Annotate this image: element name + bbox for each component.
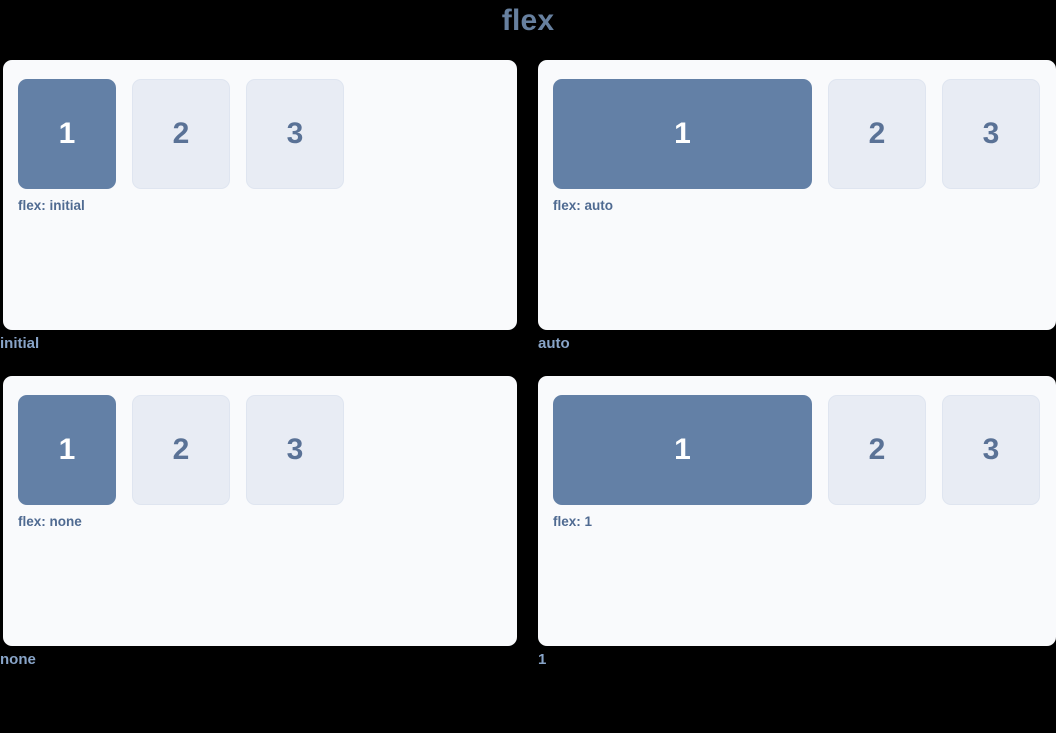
flex-item-2: 2 [132,79,230,189]
flex-item-1: 1 [553,79,812,189]
flex-item-1: 1 [18,395,116,505]
flex-item-2: 2 [828,79,926,189]
flex-item-3: 3 [942,79,1040,189]
flex-item-3: 3 [942,395,1040,505]
flex-demo-label: 1 [538,651,547,668]
flex-item-2: 2 [132,395,230,505]
flex-item-3: 3 [246,79,344,189]
flex-demo-label: none [0,651,36,668]
page-title: flex [501,4,555,37]
flex-demo-caption: flex: 1 [553,514,593,529]
flex-item-3: 3 [246,395,344,505]
flex-item-2: 2 [828,395,926,505]
flex-item-1: 1 [553,395,812,505]
flex-demo-caption: flex: none [18,514,82,529]
flex-item-1: 1 [18,79,116,189]
flex-demo-label: auto [538,335,570,352]
flex-demo-caption: flex: initial [18,198,85,213]
flex-demo-caption: flex: auto [553,198,614,213]
flex-demo-label: initial [0,335,40,352]
